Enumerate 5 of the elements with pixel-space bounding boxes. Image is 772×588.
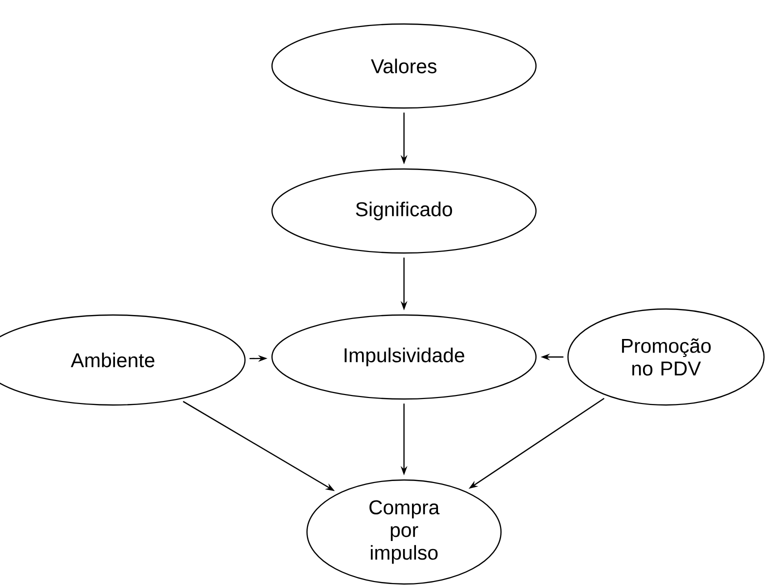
ellipse-node: Impulsividade bbox=[271, 314, 537, 400]
ellipse-node: Valores bbox=[271, 23, 537, 109]
ellipse-node: Compra por impulso bbox=[306, 479, 502, 585]
ellipse-node: Significado bbox=[271, 168, 537, 254]
ellipse-node: Promoção no PDV bbox=[567, 308, 765, 406]
